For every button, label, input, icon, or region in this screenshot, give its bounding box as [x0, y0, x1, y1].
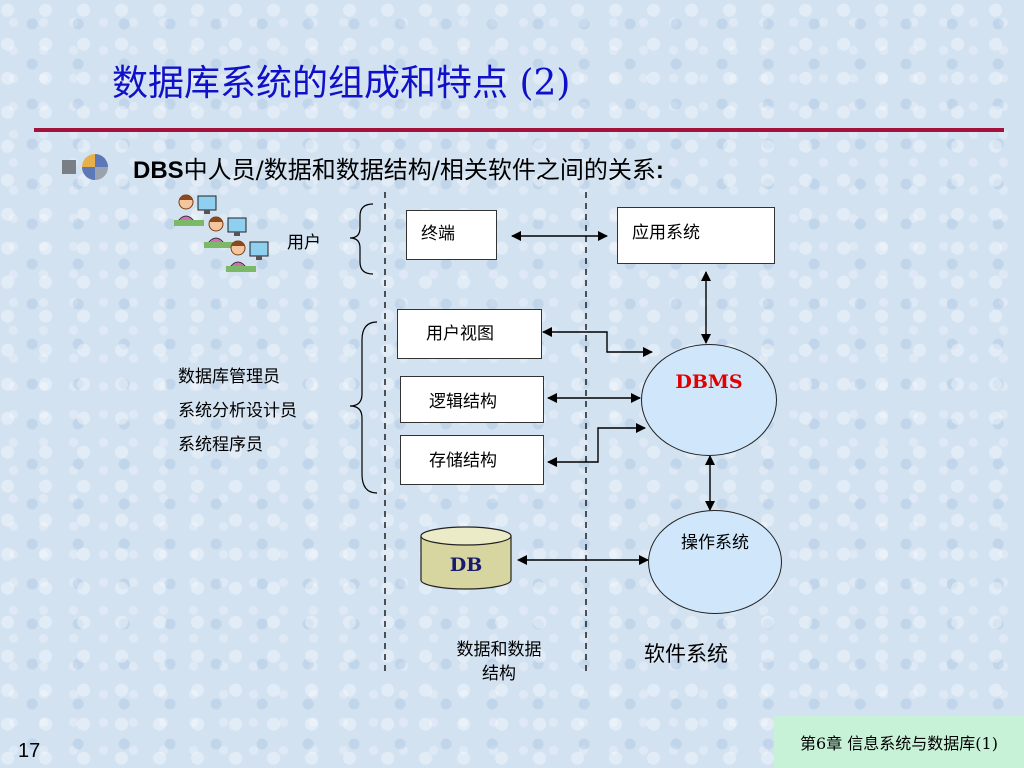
role-dba: 数据库管理员 — [178, 367, 280, 387]
logical-structure-label: 逻辑结构 — [429, 392, 497, 412]
user-view-box: 用户视图 — [397, 309, 542, 359]
page-number: 17 — [18, 740, 41, 762]
arrow-userview-dbms — [542, 327, 653, 357]
data-structures-caption-line2: 结构 — [482, 664, 516, 684]
os-label: 操作系统 — [681, 533, 749, 553]
role-programmer: 系统程序员 — [178, 435, 263, 455]
section-heading: DBS中人员/数据和数据结构/相关软件之间的关系: — [133, 150, 664, 185]
users-brace — [349, 203, 374, 275]
storage-structure-label: 存储结构 — [429, 451, 497, 471]
bullet-square-icon — [62, 160, 76, 174]
dbms-ellipse: DBMS — [641, 344, 777, 456]
software-systems-caption: 软件系统 — [644, 642, 728, 666]
user-view-label: 用户视图 — [426, 324, 494, 344]
bullet-quadrant-icon — [80, 152, 110, 182]
terminal-box: 终端 — [406, 210, 497, 260]
app-system-label: 应用系统 — [632, 223, 700, 243]
heading-prefix: DBS — [133, 157, 184, 184]
heading-text: 中人员/数据和数据结构/相关软件之间的关系 — [183, 156, 656, 184]
users-clipart-icon — [170, 190, 280, 290]
logical-structure-box: 逻辑结构 — [400, 376, 544, 423]
data-structures-caption: 数据和数据 结构 — [444, 638, 554, 686]
os-ellipse: 操作系统 — [648, 510, 782, 614]
data-structures-caption-line1: 数据和数据 — [456, 640, 542, 660]
roles-brace — [349, 321, 378, 494]
page-title: 数据库系统的组成和特点 (2) — [112, 63, 571, 104]
db-label: DB — [449, 554, 483, 576]
role-analyst: 系统分析设计员 — [178, 401, 297, 421]
title-divider — [34, 128, 1004, 132]
app-system-box: 应用系统 — [617, 207, 775, 264]
storage-structure-box: 存储结构 — [400, 435, 544, 485]
heading-colon: : — [655, 157, 664, 184]
arrow-storage-dbms — [547, 423, 646, 467]
users-label: 用户 — [287, 233, 321, 253]
db-cylinder: DB — [420, 526, 512, 590]
terminal-label: 终端 — [421, 224, 455, 244]
dbms-label: DBMS — [675, 371, 743, 393]
chapter-footer: 第6章 信息系统与数据库(1) — [774, 716, 1024, 768]
